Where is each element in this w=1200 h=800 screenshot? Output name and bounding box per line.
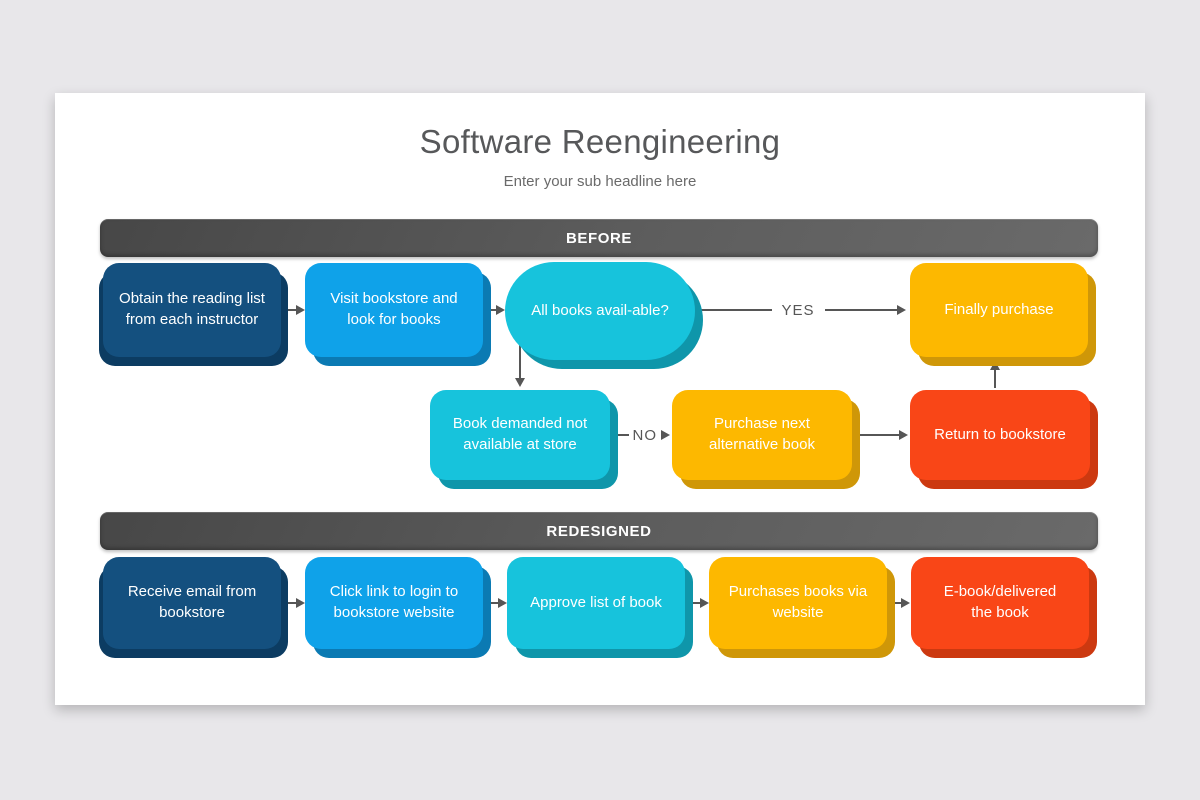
- arrow-line: [994, 370, 996, 388]
- node-purchases-via-website: Purchases books via website: [709, 557, 887, 649]
- slide-card: Software Reengineering Enter your sub he…: [55, 93, 1145, 705]
- connector-decision-no-to-alternative: NO: [612, 426, 670, 444]
- connector-click-to-approve: [485, 597, 507, 609]
- arrow-line: [485, 602, 498, 604]
- connector-visit-to-decision: [485, 304, 505, 316]
- node-approve-list: Approve list of book: [507, 557, 685, 649]
- arrowhead-icon: [498, 598, 507, 608]
- arrowhead-icon: [496, 305, 505, 315]
- connector-decision-yes-to-purchase: YES: [699, 301, 907, 319]
- arrow-line: [283, 602, 296, 604]
- arrow-line: [889, 602, 901, 604]
- node-click-link-login: Click link to login to bookstore website: [305, 557, 483, 649]
- node-book-not-available: Book demanded not available at store: [430, 390, 610, 480]
- arrow-line: [485, 309, 496, 311]
- arrow-line: [699, 309, 772, 311]
- node-ebook-delivered: E-book/delivered the book: [911, 557, 1089, 649]
- node-return-to-bookstore: Return to bookstore: [910, 390, 1090, 480]
- node-purchase-alternative: Purchase next alternative book: [672, 390, 852, 480]
- section-banner-redesigned: REDESIGNED: [100, 512, 1098, 550]
- arrowhead-icon: [296, 598, 305, 608]
- arrowhead-icon: [700, 598, 709, 608]
- arrowhead-icon: [661, 430, 670, 440]
- arrow-line: [854, 434, 899, 436]
- arrowhead-icon: [897, 305, 907, 315]
- connector-approve-to-purchase: [687, 597, 709, 609]
- slide-title: Software Reengineering: [419, 123, 781, 160]
- node-finally-purchase: Finally purchase: [910, 263, 1088, 357]
- connector-receive-to-click: [283, 597, 305, 609]
- section-banner-before: BEFORE: [100, 219, 1098, 257]
- slide-subtitle: Enter your sub headline here: [503, 173, 697, 190]
- node-decision-all-books-available: All books avail-able?: [505, 262, 695, 360]
- connector-purchase-to-ebook: [889, 597, 910, 609]
- arrowhead-icon: [901, 598, 910, 608]
- arrowhead-icon: [515, 378, 525, 387]
- arrow-line: [824, 309, 898, 311]
- arrow-line: [283, 309, 296, 311]
- edge-label-no: NO: [632, 426, 657, 444]
- edge-label-yes: YES: [781, 301, 815, 319]
- connector-decision-down-to-not-available: [514, 345, 526, 387]
- arrow-line: [519, 345, 521, 378]
- arrowhead-icon: [296, 305, 305, 315]
- arrowhead-icon: [990, 361, 1000, 370]
- arrow-line: [687, 602, 700, 604]
- node-receive-email: Receive email from bookstore: [103, 557, 281, 649]
- arrow-line: [612, 434, 629, 436]
- node-obtain-reading-list: Obtain the reading list from each instru…: [103, 263, 281, 357]
- arrowhead-icon: [899, 430, 908, 440]
- node-visit-bookstore: Visit bookstore and look for books: [305, 263, 483, 357]
- connector-return-up-to-purchase: [989, 361, 1001, 388]
- connector-obtain-to-visit: [283, 304, 305, 316]
- connector-alternative-to-return: [854, 429, 908, 441]
